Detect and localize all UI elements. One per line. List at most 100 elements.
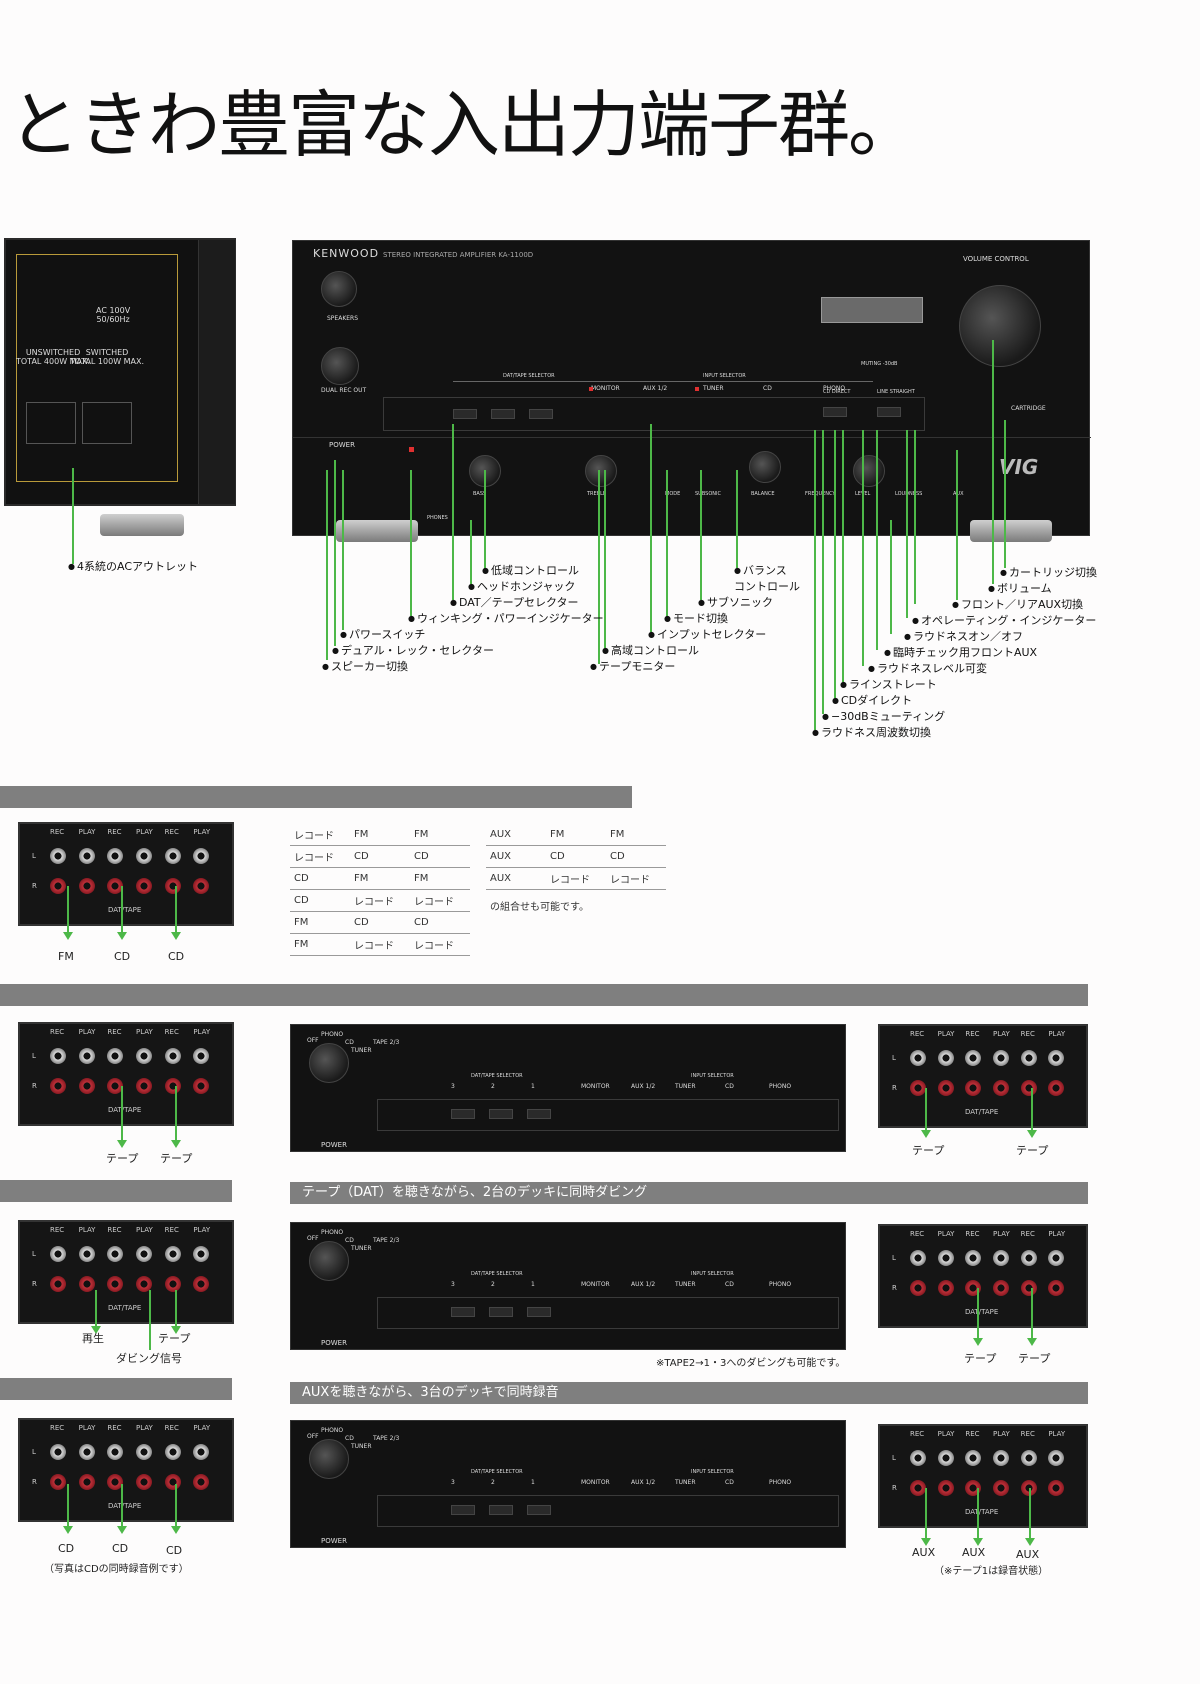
left-jack[interactable] [1048, 1450, 1065, 1466]
left-jack[interactable] [50, 1246, 66, 1262]
left-jack[interactable] [107, 848, 124, 864]
right-jack[interactable] [1048, 1080, 1065, 1096]
left-jack[interactable] [1048, 1050, 1065, 1066]
treble-knob[interactable] [585, 455, 617, 487]
dat-selector-3-button[interactable] [453, 409, 477, 419]
right-jack[interactable] [50, 1078, 66, 1094]
left-jack[interactable] [965, 1450, 982, 1466]
volume-knob[interactable] [959, 285, 1041, 367]
left-jack[interactable] [164, 1444, 181, 1460]
left-jack[interactable] [78, 1246, 95, 1262]
left-jack[interactable] [910, 1250, 926, 1266]
left-jack[interactable] [50, 848, 66, 864]
right-jack[interactable] [164, 1078, 181, 1094]
left-jack[interactable] [164, 1246, 181, 1262]
right-jack[interactable] [937, 1480, 954, 1496]
balance-knob[interactable] [749, 451, 781, 483]
right-jack[interactable] [78, 1276, 95, 1292]
right-jack[interactable] [78, 1474, 95, 1490]
right-jack[interactable] [910, 1280, 926, 1296]
right-jack[interactable] [193, 878, 210, 894]
left-jack[interactable] [910, 1050, 926, 1066]
left-jack[interactable] [937, 1250, 954, 1266]
right-jack[interactable] [993, 1480, 1009, 1496]
left-jack[interactable] [78, 848, 95, 864]
right-jack[interactable] [910, 1480, 926, 1496]
left-jack[interactable] [1020, 1250, 1037, 1266]
dual-rec-out-knob[interactable] [309, 1241, 349, 1281]
left-jack[interactable] [1020, 1450, 1037, 1466]
dat-selector-2-button[interactable] [491, 409, 515, 419]
left-jack[interactable] [993, 1050, 1009, 1066]
line-straight-button[interactable] [877, 407, 901, 417]
left-jack[interactable] [937, 1050, 954, 1066]
loudness-level-knob[interactable] [853, 455, 885, 487]
dat-selector-button[interactable] [451, 1505, 475, 1515]
dat-selector-button[interactable] [489, 1505, 513, 1515]
right-jack[interactable] [107, 1276, 124, 1292]
right-jack[interactable] [164, 1474, 181, 1490]
right-jack[interactable] [1048, 1480, 1065, 1496]
left-jack[interactable] [193, 1444, 210, 1460]
left-jack[interactable] [136, 1048, 152, 1064]
right-jack[interactable] [50, 878, 66, 894]
right-jack[interactable] [107, 878, 124, 894]
dat-selector-button[interactable] [489, 1109, 513, 1119]
left-jack[interactable] [164, 848, 181, 864]
left-jack[interactable] [164, 1048, 181, 1064]
dat-selector-button[interactable] [489, 1307, 513, 1317]
right-jack[interactable] [107, 1474, 124, 1490]
right-jack[interactable] [107, 1078, 124, 1094]
right-jack[interactable] [193, 1474, 210, 1490]
right-jack[interactable] [164, 878, 181, 894]
left-jack[interactable] [910, 1450, 926, 1466]
dual-rec-out-knob[interactable] [309, 1439, 349, 1479]
left-jack[interactable] [78, 1048, 95, 1064]
left-jack[interactable] [965, 1050, 982, 1066]
right-jack[interactable] [937, 1280, 954, 1296]
left-jack[interactable] [193, 848, 210, 864]
dual-rec-out-knob[interactable] [309, 1043, 349, 1083]
left-jack[interactable] [993, 1450, 1009, 1466]
right-jack[interactable] [136, 1078, 152, 1094]
right-jack[interactable] [965, 1080, 982, 1096]
left-jack[interactable] [993, 1250, 1009, 1266]
left-jack[interactable] [1048, 1250, 1065, 1266]
left-jack[interactable] [937, 1450, 954, 1466]
right-jack[interactable] [78, 1078, 95, 1094]
dat-selector-1-button[interactable] [529, 409, 553, 419]
right-jack[interactable] [993, 1280, 1009, 1296]
dat-selector-button[interactable] [527, 1505, 551, 1515]
left-jack[interactable] [50, 1444, 66, 1460]
right-jack[interactable] [1048, 1280, 1065, 1296]
right-jack[interactable] [993, 1080, 1009, 1096]
right-jack[interactable] [937, 1080, 954, 1096]
left-jack[interactable] [50, 1048, 66, 1064]
right-jack[interactable] [50, 1276, 66, 1292]
right-jack[interactable] [136, 1474, 152, 1490]
dat-selector-button[interactable] [451, 1109, 475, 1119]
left-jack[interactable] [136, 848, 152, 864]
left-jack[interactable] [193, 1048, 210, 1064]
dat-selector-button[interactable] [527, 1307, 551, 1317]
left-jack[interactable] [1020, 1050, 1037, 1066]
right-jack[interactable] [1020, 1280, 1037, 1296]
dat-selector-button[interactable] [527, 1109, 551, 1119]
right-jack[interactable] [193, 1078, 210, 1094]
left-jack[interactable] [965, 1250, 982, 1266]
dat-selector-button[interactable] [451, 1307, 475, 1317]
right-jack[interactable] [78, 878, 95, 894]
right-jack[interactable] [136, 878, 152, 894]
dual-rec-out-knob[interactable] [321, 347, 359, 385]
right-jack[interactable] [193, 1276, 210, 1292]
right-jack[interactable] [1020, 1080, 1037, 1096]
left-jack[interactable] [136, 1246, 152, 1262]
left-jack[interactable] [107, 1246, 124, 1262]
right-jack[interactable] [1020, 1480, 1037, 1496]
speakers-knob[interactable] [321, 271, 357, 307]
left-jack[interactable] [136, 1444, 152, 1460]
left-jack[interactable] [193, 1246, 210, 1262]
right-jack[interactable] [50, 1474, 66, 1490]
right-jack[interactable] [910, 1080, 926, 1096]
left-jack[interactable] [78, 1444, 95, 1460]
